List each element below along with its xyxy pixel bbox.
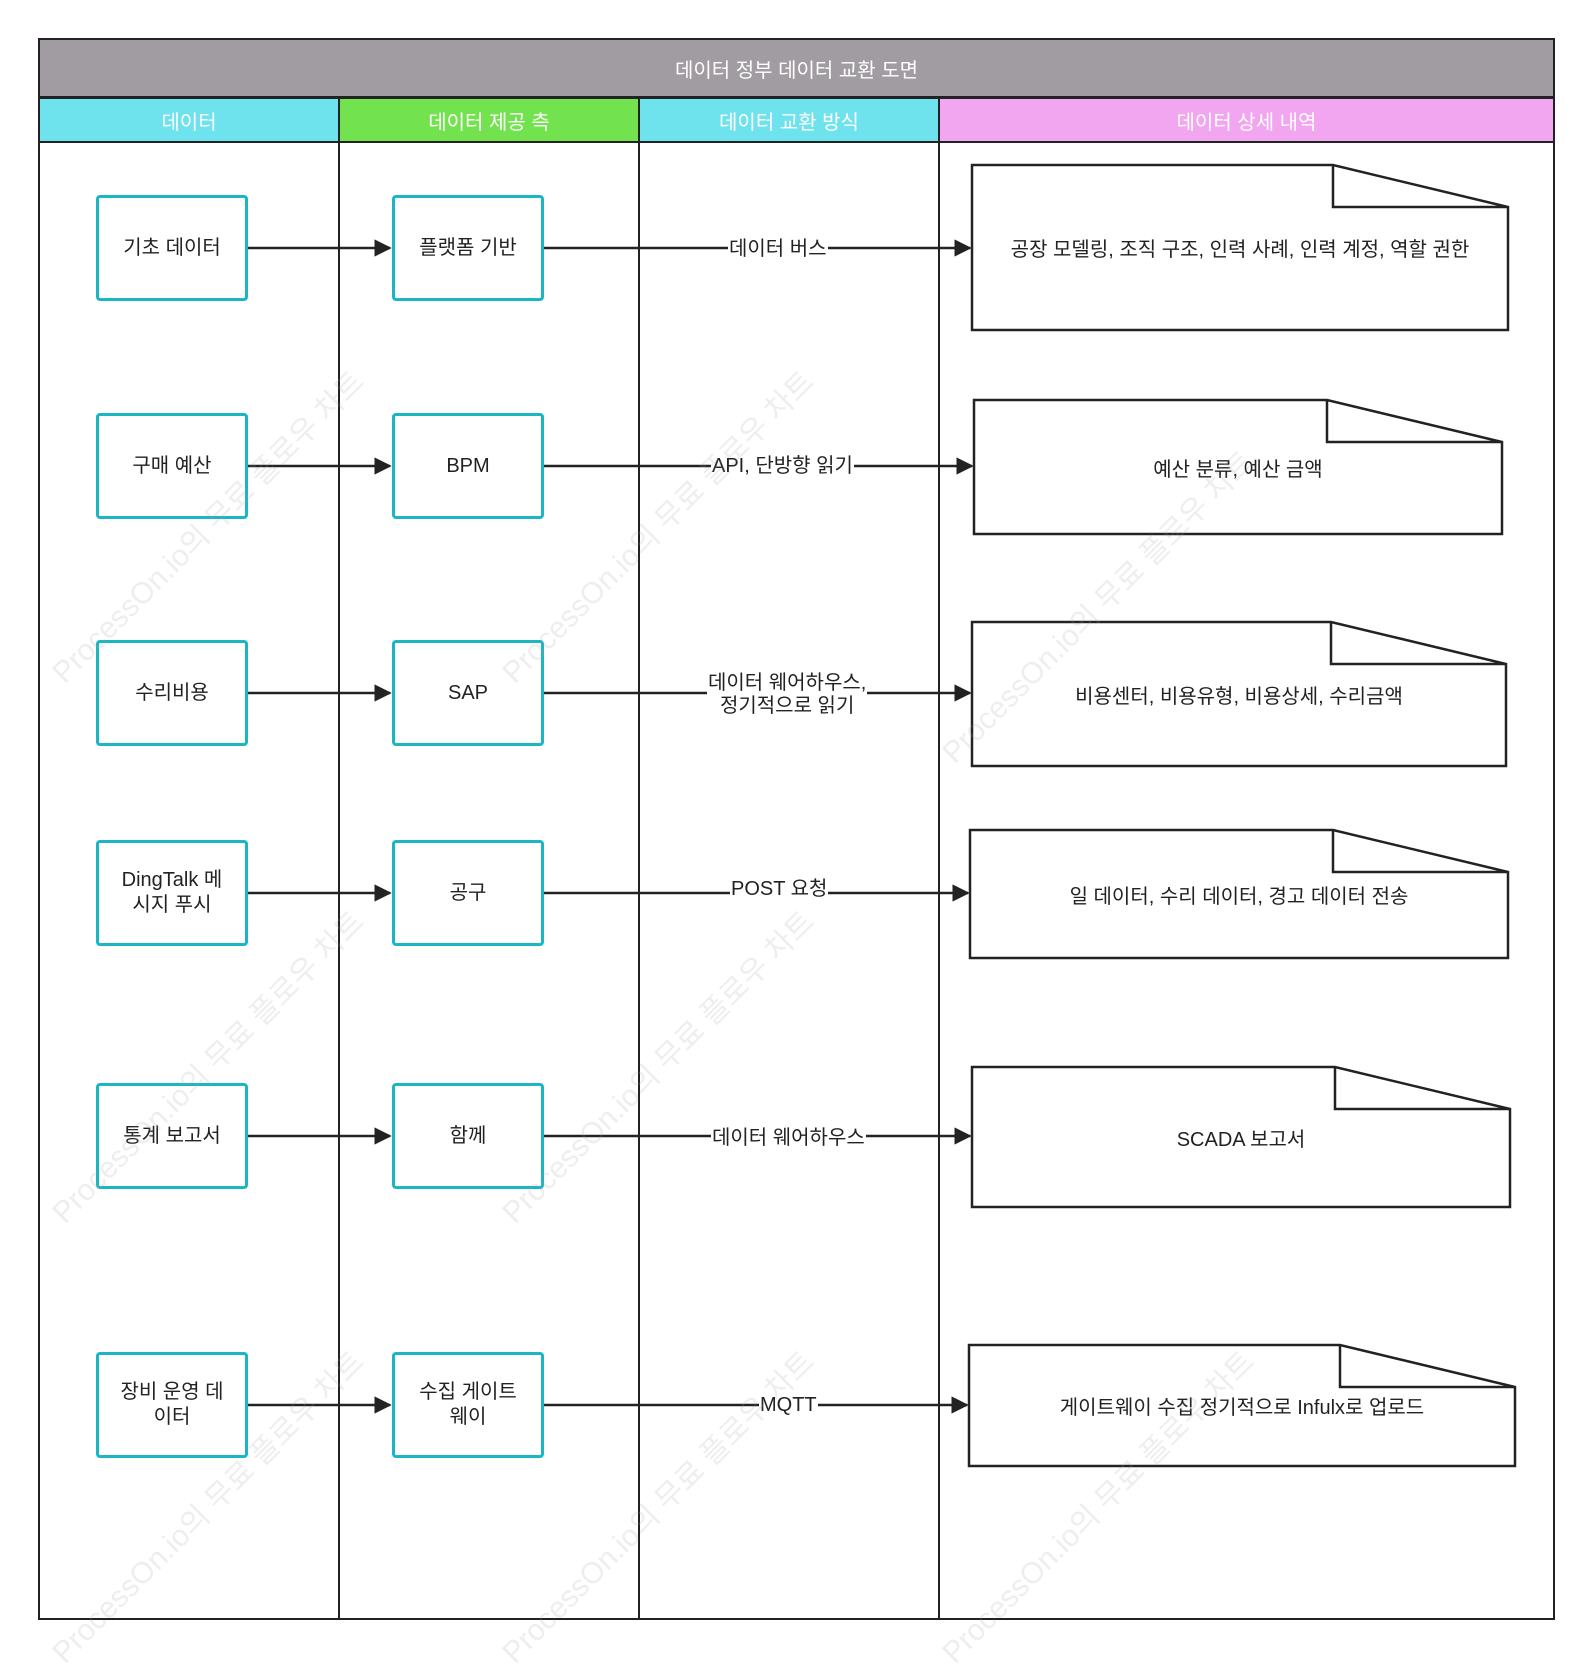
edge-group	[248, 239, 974, 1414]
detail-note-text: 게이트웨이 수집 정기적으로 Infulx로 업로드	[1059, 1397, 1425, 1419]
lane-detail	[938, 141, 1555, 1620]
provider-node[interactable]: 함께	[392, 1083, 544, 1189]
lane-header-provider: 데이터 제공 측	[338, 97, 640, 143]
data-node[interactable]: 통계 보고서	[96, 1083, 248, 1189]
detail-note-shape	[967, 1343, 1517, 1468]
provider-node[interactable]: SAP	[392, 640, 544, 746]
detail-note-shape	[970, 163, 1510, 332]
detail-note-shape	[972, 398, 1504, 536]
provider-node[interactable]: 공구	[392, 840, 544, 946]
detail-note-shape	[968, 828, 1510, 960]
method-label: 데이터 웨어하우스, 정기적으로 읽기	[707, 672, 868, 718]
detail-note-shape	[970, 620, 1508, 768]
detail-note-text: 일 데이터, 수리 데이터, 경고 데이터 전송	[1069, 885, 1409, 908]
lane-header-detail: 데이터 상세 내역	[938, 97, 1555, 143]
method-label: API, 단방향 읽기	[711, 455, 854, 478]
lane-header-data: 데이터	[38, 97, 340, 143]
data-node[interactable]: 장비 운영 데 이터	[96, 1352, 248, 1458]
detail-note-text: 비용센터, 비용유형, 비용상세, 수리금액	[1075, 685, 1403, 708]
note-group	[967, 163, 1517, 1468]
provider-node[interactable]: BPM	[392, 413, 544, 519]
detail-note-shape	[970, 1065, 1512, 1209]
diagram-title: 데이터 정부 데이터 교환 도면	[38, 38, 1555, 98]
data-node[interactable]: 기초 데이터	[96, 195, 248, 301]
detail-note-text: 공장 모델링, 조직 구조, 인력 사례, 인력 계정, 역할 권한	[1010, 239, 1470, 261]
detail-note-text: 예산 분류, 예산 금액	[1153, 458, 1323, 481]
data-node[interactable]: DingTalk 메 시지 푸시	[96, 840, 248, 946]
detail-note-text: SCADA 보고서	[1176, 1128, 1306, 1151]
data-node[interactable]: 수리비용	[96, 640, 248, 746]
data-node[interactable]: 구매 예산	[96, 413, 248, 519]
lane-header-method: 데이터 교환 방식	[638, 97, 940, 143]
method-label: MQTT	[759, 1394, 818, 1417]
method-label: POST 요청	[730, 878, 829, 901]
method-label: 데이터 버스	[728, 238, 828, 261]
method-label: 데이터 웨어하우스	[711, 1127, 866, 1150]
provider-node[interactable]: 플랫폼 기반	[392, 195, 544, 301]
provider-node[interactable]: 수집 게이트 웨이	[392, 1352, 544, 1458]
